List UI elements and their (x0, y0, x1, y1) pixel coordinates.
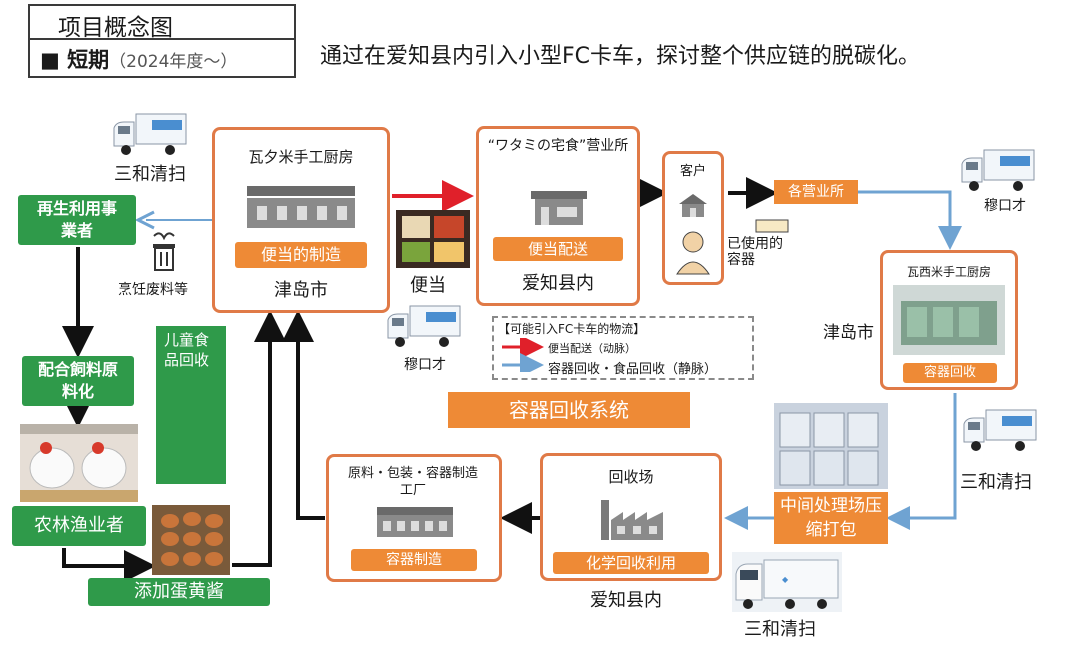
svg-text:◆: ◆ (782, 575, 789, 584)
bento-photo (396, 210, 470, 268)
midplant-badge: 中间处理场压缩打包 (774, 492, 888, 544)
title-divider (28, 38, 296, 40)
office-building-icon (531, 191, 587, 225)
recycle-button: 化学回收利用 (553, 552, 709, 574)
fc-truck-icon (961, 149, 1035, 191)
office-name: “ワタミの宅食”营业所 (487, 138, 629, 154)
truck2-label: 穆口才 (984, 198, 1026, 214)
plant-building-icon (377, 507, 453, 537)
office-box: “ワタミの宅食”营业所 便当配送 爱知县内 (476, 126, 640, 306)
factory-box: 原料・包装・容器制造工厂 容器制造 (326, 454, 502, 582)
kitchen2-name: 瓦西米手工厨房 (906, 265, 991, 279)
title-main: 项目概念图 (58, 15, 173, 41)
office-button: 便当配送 (493, 237, 623, 261)
kitchen-building-icon (247, 186, 355, 228)
arrow-yolk-kitchen (232, 310, 286, 567)
truck1-label: 三和清扫 (114, 164, 186, 185)
office-place: 爱知县内 (522, 273, 594, 294)
kids-food-column (156, 326, 226, 484)
kitchen2-box: 瓦西米手工厨房 容器回收 (880, 250, 1018, 390)
factory-icon (601, 500, 663, 540)
arrow-kitchen2-midplant (886, 393, 957, 530)
truck5-label: 三和清扫 (744, 619, 816, 640)
kitchen1-button: 便当的制造 (235, 242, 367, 268)
kids-food-label: 儿童食品回收 (164, 331, 210, 369)
farmer-box: 农林渔业者 (12, 506, 146, 546)
truck4-label: 三和清扫 (960, 472, 1032, 493)
recycle-place: 爱知县内 (590, 590, 662, 611)
fc-truck-icon (113, 113, 187, 155)
legend-arrows (502, 338, 544, 372)
person-icon (676, 231, 710, 275)
legend-title: 【可能引入FC卡车的物流】 (498, 322, 646, 336)
bento-label: 便当 (410, 275, 446, 296)
factory-name: 原料・包装・容器制造工厂 (347, 466, 478, 498)
arrow-farmer-eggs (62, 548, 156, 582)
legend-box (492, 316, 754, 380)
kitchen2-city: 津岛市 (823, 323, 874, 343)
term-label: ■ 短期（2024年度～） (40, 48, 238, 72)
yolk-box: 添加蛋黄酱 (88, 578, 270, 606)
legend-blue-label: 容器回收・食品回收（静脉） (548, 362, 718, 377)
used-container-label: 已使用的容器 (727, 236, 783, 268)
factory-button: 容器制造 (351, 549, 477, 571)
fc-heavy-truck-icon: ◆ (732, 552, 842, 612)
kitchen2-photo (893, 285, 1005, 355)
recycle-name: 回收场 (608, 468, 654, 486)
truck3-label: 穆口才 (404, 357, 446, 373)
trash-bin-icon (153, 232, 175, 271)
headline: 通过在爱知县内引入小型FC卡车，探讨整个供应链的脱碳化。 (320, 44, 921, 69)
legend-red-label: 便当配送（动脉） (548, 342, 636, 355)
house-icon (679, 194, 707, 217)
customer-name: 客户 (679, 164, 706, 179)
feed-box: 配合飼料原料化 (22, 356, 134, 406)
recycler-box: 再生利用事業者 (18, 195, 136, 245)
kitchen1-box: 瓦夕米手工厨房 便当的制造 津岛市 (212, 127, 390, 313)
kitchen1-name: 瓦夕米手工厨房 (248, 148, 354, 166)
fc-truck-icon (963, 409, 1037, 451)
cooking-waste-label: 烹饪废料等 (118, 282, 188, 298)
arrow-branches-kitchen2 (858, 190, 962, 250)
customer-box: 客户 (662, 151, 724, 285)
arrow-factory-kitchen (282, 310, 325, 520)
branches-badge: 各营业所 (774, 180, 858, 204)
recycle-box: 回收场 化学回收利用 (540, 453, 722, 581)
kitchen1-city: 津岛市 (274, 280, 328, 301)
fc-truck-icon (387, 305, 461, 347)
eggs-photo (152, 505, 230, 575)
chickens-photo (20, 424, 138, 502)
bales-photo (774, 403, 888, 489)
system-banner: 容器回收系统 (448, 392, 690, 428)
container-icon (755, 219, 789, 233)
title-box (28, 4, 296, 78)
kitchen2-button: 容器回收 (903, 363, 997, 383)
